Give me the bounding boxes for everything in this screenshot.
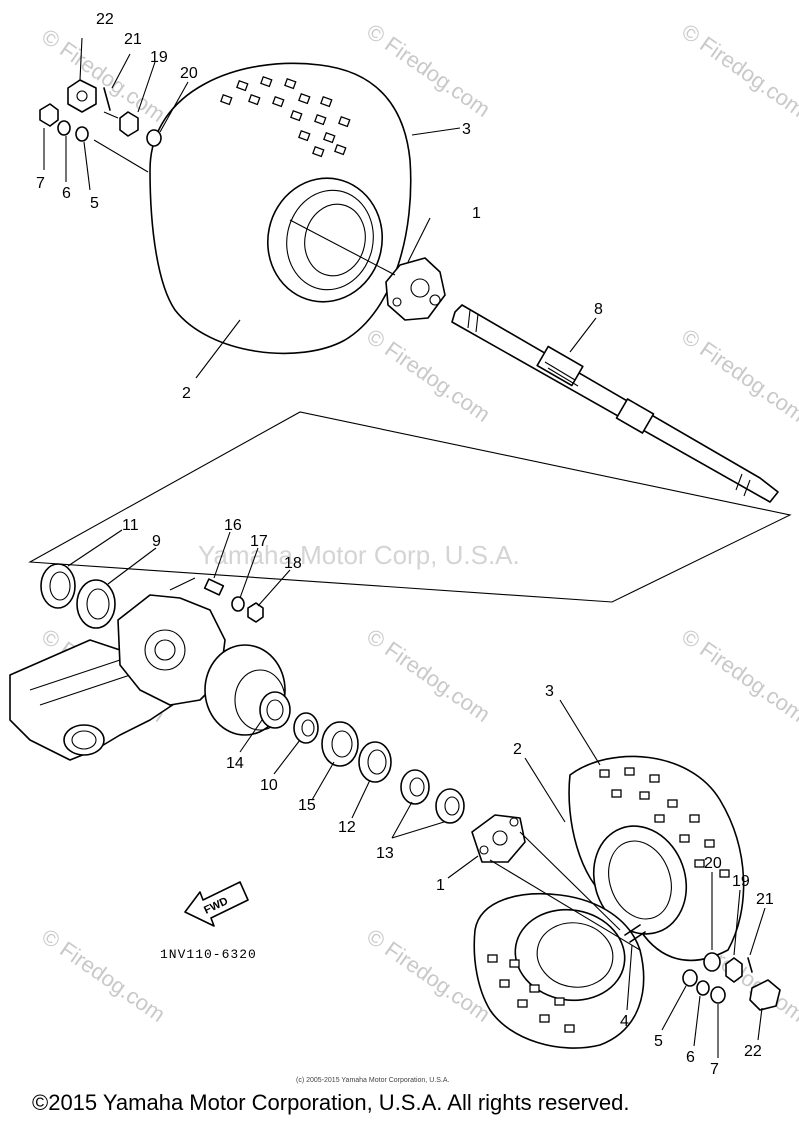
callout-3-upper: 3 [462, 121, 471, 138]
lower-fasteners [682, 952, 781, 1011]
upper-leader-lines [43, 37, 597, 379]
small-copyright: (c) 2005-2015 Yamaha Motor Corporation, … [296, 1077, 449, 1084]
callout-12: 12 [338, 819, 356, 836]
watermark-firedog: © Firedog.com [677, 324, 799, 427]
callout-3-lower: 3 [545, 683, 554, 700]
callouts-middle: 11 9 16 17 18 14 10 15 12 13 [122, 517, 394, 862]
callout-8-upper: 8 [594, 301, 603, 318]
stud-4b [629, 931, 646, 943]
callout-21-lower: 21 [756, 891, 774, 908]
callout-22-lower: 22 [744, 1043, 762, 1060]
callout-2-lower: 2 [513, 741, 522, 758]
callout-19-upper: 19 [150, 49, 168, 66]
cotter-21-upper [103, 87, 111, 111]
lower-wheel-assembly: FWD [184, 699, 781, 1058]
callout-13: 13 [376, 845, 394, 862]
callout-15: 15 [298, 797, 316, 814]
lower-leader-lines [447, 699, 766, 1058]
oil-seal-12 [358, 741, 392, 783]
callout-1-lower: 1 [436, 877, 445, 894]
copyright-notice: ©2015 Yamaha Motor Corporation, U.S.A. A… [32, 1090, 629, 1115]
spacer-10 [293, 712, 319, 744]
callouts-upper: 22 21 19 20 7 6 5 3 1 8 2 [36, 11, 603, 402]
rear-axle [451, 304, 779, 503]
middle-leader-lines [67, 529, 445, 839]
washer-6-lower [696, 980, 710, 996]
callouts-lower: 3 2 1 20 19 21 4 5 6 7 22 [436, 683, 774, 1078]
callout-11: 11 [122, 517, 139, 534]
nut-19-upper [119, 111, 139, 137]
callout-14: 14 [226, 755, 244, 772]
callout-5-upper: 5 [90, 195, 99, 212]
washer-17 [231, 596, 245, 612]
bearing-15 [321, 721, 359, 767]
callout-7-lower: 7 [710, 1061, 719, 1078]
collar-13b [435, 788, 465, 824]
washer-20-lower [703, 952, 721, 972]
fwd-arrow-icon: FWD [184, 881, 249, 927]
stud-bolt-16 [203, 578, 225, 596]
tread-blocks-lower [487, 767, 730, 1033]
watermark-firedog: © Firedog.com [37, 924, 170, 1027]
callout-22-upper: 22 [96, 11, 114, 28]
callout-20-lower: 20 [704, 855, 722, 872]
upper-wheel-assembly [39, 37, 779, 503]
nut-7-lower [710, 986, 726, 1004]
washer-5-upper [75, 126, 89, 142]
washer-5-lower [682, 969, 698, 987]
callout-19-lower: 19 [732, 873, 750, 890]
callout-4-lower: 4 [620, 1013, 629, 1030]
rim-outer-upper [266, 177, 384, 303]
watermark-yamaha: Yamaha Motor Corp, U.S.A. [198, 540, 520, 570]
callout-5-lower: 5 [654, 1033, 663, 1050]
callout-16: 16 [224, 517, 242, 534]
cap-nut-22-lower [749, 979, 781, 1011]
callout-2-upper: 2 [182, 385, 191, 402]
diagram-code: 1NV110-6320 [160, 947, 257, 962]
callout-9: 9 [152, 533, 161, 550]
washer-20-upper [146, 129, 162, 147]
callout-10: 10 [260, 777, 278, 794]
callout-1-upper: 1 [472, 205, 481, 222]
bearing-9 [76, 579, 116, 629]
watermark-firedog: © Firedog.com [677, 19, 799, 122]
callout-21-upper: 21 [124, 31, 142, 48]
callout-20-upper: 20 [180, 65, 198, 82]
callout-7-upper: 7 [36, 175, 45, 192]
cotter-21-lower [747, 957, 753, 973]
cap-nut-22-upper [67, 79, 97, 113]
nut-7-upper [39, 103, 59, 127]
watermark-firedog: © Firedog.com [677, 624, 799, 727]
callout-17: 17 [250, 533, 268, 550]
watermark-firedog: © Firedog.com [362, 624, 495, 727]
watermark-firedog: © Firedog.com [362, 324, 495, 427]
assembly-frame-outline [28, 411, 792, 603]
callout-18: 18 [284, 555, 302, 572]
nut-19-lower [725, 957, 743, 983]
collar-13a [400, 769, 430, 805]
stud-4a [624, 924, 641, 936]
callout-6-lower: 6 [686, 1049, 695, 1066]
rim-hub-upper [304, 203, 366, 277]
hub-flange-lower [471, 814, 526, 863]
callout-6-upper: 6 [62, 185, 71, 202]
washer-6-upper [57, 120, 71, 136]
nut-18 [247, 602, 264, 623]
rim-inner-upper [286, 189, 374, 291]
tread-blocks-upper [220, 75, 351, 158]
axle-housing-assembly [9, 529, 465, 839]
